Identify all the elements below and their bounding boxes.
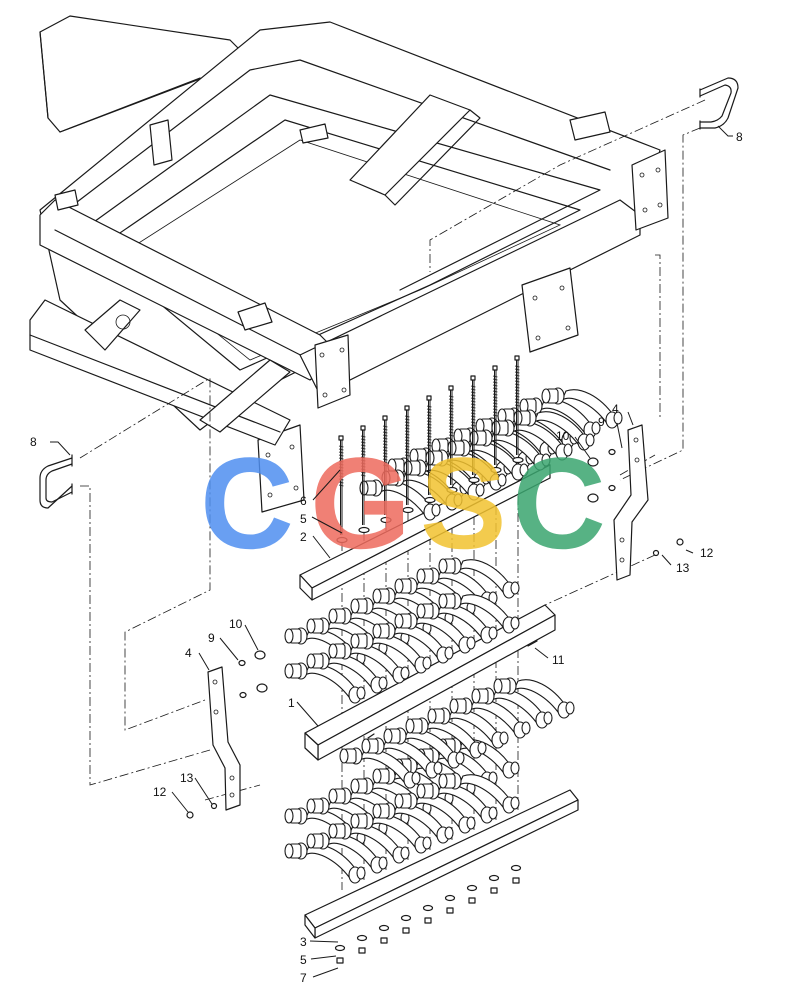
washer-nut	[422, 904, 434, 924]
hose-coupler	[350, 812, 432, 854]
svg-text:S: S	[420, 430, 507, 576]
channel-lower	[304, 789, 579, 939]
callout-8-right: 8	[736, 130, 743, 144]
callout-12-left: 12	[153, 785, 167, 799]
hose-coupler	[491, 419, 573, 461]
callout-12-right: 12	[700, 546, 714, 560]
hose-coupler	[469, 429, 551, 471]
callout-13-left: 13	[180, 771, 194, 785]
hose-coupler	[416, 602, 498, 644]
long-bolt	[424, 395, 436, 504]
callout-3: 3	[300, 935, 307, 949]
hose-coupler	[328, 822, 410, 864]
svg-text:C: C	[512, 430, 606, 576]
u-bolt-left	[39, 454, 73, 509]
svg-text:C: C	[200, 430, 294, 576]
callout-7: 7	[300, 971, 307, 985]
u-bolt-right	[699, 77, 739, 130]
washer-nut	[378, 924, 390, 944]
washer-nut	[356, 934, 368, 954]
hose-coupler	[416, 782, 498, 824]
callout-labels: 8 8 4 9 10 6 5 2 12 13 11 4 9 10 1 13 12…	[30, 130, 743, 985]
mount-bracket-right	[613, 424, 649, 581]
callout-6: 6	[300, 494, 307, 508]
callout-10-left: 10	[229, 617, 243, 631]
long-bolt	[358, 425, 370, 534]
watermark-logo: C G S C	[200, 430, 606, 576]
washer-nut	[444, 894, 456, 914]
leader-lines	[50, 125, 733, 978]
hose-coupler	[427, 707, 509, 749]
callout-9-left: 9	[208, 631, 215, 645]
channel-upper	[299, 454, 551, 601]
hose-coupler	[425, 449, 507, 491]
hose-coupler	[383, 727, 465, 769]
hose-coupler	[493, 677, 575, 719]
implement-frame	[29, 15, 669, 513]
hose-coupler	[438, 592, 520, 634]
callout-1: 1	[288, 696, 295, 710]
hose-coupler	[284, 842, 366, 884]
hose-coupler	[339, 747, 421, 789]
callout-11: 11	[552, 653, 565, 667]
long-bolt	[336, 435, 348, 544]
washer-nut	[466, 884, 478, 904]
long-bolt	[468, 375, 480, 484]
hardware-left	[186, 650, 375, 819]
mount-bracket-left	[207, 666, 241, 811]
washer-nut	[510, 864, 522, 884]
hose-coupler	[416, 567, 498, 609]
lower-nut-washer-set	[334, 864, 522, 964]
long-bolt-set	[336, 355, 524, 544]
hose-coupler	[284, 662, 366, 704]
long-bolt	[380, 415, 392, 524]
hose-coupler	[438, 557, 520, 599]
hose-coupler	[394, 792, 476, 834]
callout-9-right: 9	[598, 415, 605, 429]
hose-coupler	[471, 687, 553, 729]
callout-8-left: 8	[30, 435, 37, 449]
hose-coupler	[447, 439, 529, 481]
callout-4-left: 4	[185, 646, 192, 660]
hose-coupler	[394, 612, 476, 654]
hose-coupler	[438, 772, 520, 814]
callout-10-right: 10	[556, 429, 570, 443]
long-bolt	[490, 365, 502, 474]
washer-nut	[334, 944, 346, 964]
svg-text:G: G	[310, 430, 411, 576]
long-bolt	[402, 405, 414, 514]
hose-coupler	[359, 479, 441, 521]
hardware-right	[527, 448, 684, 647]
hose-coupler	[372, 622, 454, 664]
hose-coupler	[306, 652, 388, 694]
hose-coupler	[541, 387, 623, 429]
washer-nut	[488, 874, 500, 894]
long-bolt	[512, 355, 524, 464]
hose-coupler	[350, 632, 432, 674]
callout-5-upper: 5	[300, 512, 307, 526]
washer-nut	[400, 914, 412, 934]
callout-4-right: 4	[612, 402, 619, 416]
callout-13-right: 13	[676, 561, 690, 575]
callout-5-lower: 5	[300, 953, 307, 967]
callout-2: 2	[300, 530, 307, 544]
long-bolt	[446, 385, 458, 494]
